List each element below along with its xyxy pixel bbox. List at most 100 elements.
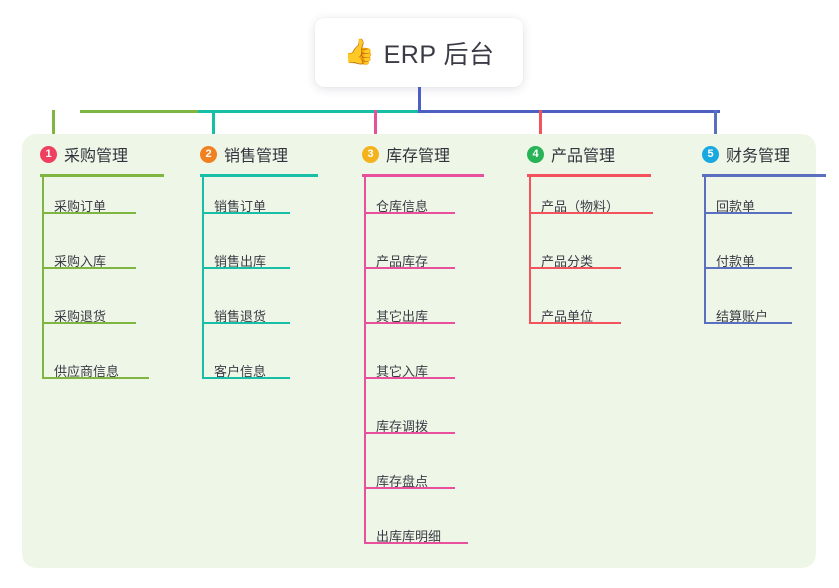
thumbs-up-icon: 👍 bbox=[343, 38, 375, 66]
branch-spine bbox=[364, 174, 366, 542]
branch-number-badge: 1 bbox=[40, 145, 57, 163]
trunk-connector bbox=[418, 87, 421, 112]
branch-item-label: 付款单 bbox=[716, 254, 756, 269]
branch-item[interactable]: 结算账户 bbox=[716, 306, 792, 324]
branch-item[interactable]: 出库库明细 bbox=[376, 526, 468, 544]
branch-item-label: 库存调拨 bbox=[376, 419, 429, 434]
branch-spine bbox=[529, 174, 531, 322]
root-node-content: 👍 ERP 后台 bbox=[343, 35, 494, 71]
branch-header-5[interactable]: 5 财务管理 bbox=[702, 142, 790, 166]
branch-item-label: 仓库信息 bbox=[376, 199, 429, 214]
branch-item-rule bbox=[42, 377, 149, 379]
branch-item-rule bbox=[704, 322, 792, 324]
branch-item-label: 其它出库 bbox=[376, 309, 429, 324]
branch-item-label: 销售出库 bbox=[214, 254, 267, 269]
branch-header-rule bbox=[527, 174, 651, 177]
branch-item-rule bbox=[42, 267, 136, 269]
root-node-card[interactable]: 👍 ERP 后台 bbox=[315, 18, 523, 87]
branch-item-label: 采购订单 bbox=[54, 199, 107, 214]
branch-item[interactable]: 其它入库 bbox=[376, 361, 455, 379]
branch-item-label: 产品分类 bbox=[541, 254, 594, 269]
branch-header-3[interactable]: 3 库存管理 bbox=[362, 142, 450, 166]
branch-item[interactable]: 库存调拨 bbox=[376, 416, 455, 434]
branch-header-1[interactable]: 1 采购管理 bbox=[40, 142, 128, 166]
branch-item-label: 库存盘点 bbox=[376, 474, 429, 489]
branch-number-badge: 4 bbox=[527, 145, 544, 163]
branch-item-label: 回款单 bbox=[716, 199, 756, 214]
branch-item-label: 供应商信息 bbox=[54, 364, 120, 379]
branch-item[interactable]: 供应商信息 bbox=[54, 361, 149, 379]
branch-item[interactable]: 客户信息 bbox=[214, 361, 290, 379]
branch-title: 销售管理 bbox=[224, 148, 289, 165]
branch-item-rule bbox=[364, 322, 455, 324]
branch-item-label: 销售退货 bbox=[214, 309, 267, 324]
branch-title: 财务管理 bbox=[726, 148, 791, 165]
branch-item-label: 出库库明细 bbox=[376, 529, 442, 544]
branch-item[interactable]: 库存盘点 bbox=[376, 471, 455, 489]
branch-header-4[interactable]: 4 产品管理 bbox=[527, 142, 615, 166]
branch-item[interactable]: 采购退货 bbox=[54, 306, 136, 324]
bus-segment-blue bbox=[418, 110, 720, 113]
branch-item-label: 产品库存 bbox=[376, 254, 429, 269]
branch-number-badge: 5 bbox=[702, 145, 719, 163]
branch-item[interactable]: 付款单 bbox=[716, 251, 792, 269]
branch-number-badge: 3 bbox=[362, 145, 379, 163]
branch-item[interactable]: 产品（物料） bbox=[541, 196, 653, 214]
branch-column-财务管理: 5 财务管理回款单付款单结算账户 bbox=[702, 134, 839, 568]
branch-item-label: 采购退货 bbox=[54, 309, 107, 324]
branch-spine bbox=[202, 174, 204, 377]
branch-item-rule bbox=[529, 212, 653, 214]
branch-item[interactable]: 产品单位 bbox=[541, 306, 621, 324]
branch-title: 采购管理 bbox=[64, 148, 129, 165]
branch-item[interactable]: 其它出库 bbox=[376, 306, 455, 324]
branch-item-rule bbox=[202, 322, 290, 324]
branch-number-badge: 2 bbox=[200, 145, 217, 163]
branch-header-rule bbox=[702, 174, 826, 177]
branch-item[interactable]: 回款单 bbox=[716, 196, 792, 214]
page-title: ERP 后台 bbox=[383, 40, 495, 69]
branches-panel: 1 采购管理采购订单采购入库采购退货供应商信息 2 销售管理销售订单销售出库销售退货客… bbox=[22, 134, 826, 568]
branch-item-label: 结算账户 bbox=[716, 309, 769, 324]
branch-item-label: 销售订单 bbox=[214, 199, 267, 214]
branch-header-rule bbox=[362, 174, 484, 177]
branch-item-rule bbox=[364, 212, 455, 214]
branch-item-rule bbox=[364, 432, 455, 434]
branch-column-产品管理: 4 产品管理产品（物料） 产品分类产品单位 bbox=[527, 134, 691, 568]
branch-item[interactable]: 产品库存 bbox=[376, 251, 455, 269]
bus-segment-green bbox=[80, 110, 200, 113]
branch-title: 库存管理 bbox=[386, 148, 451, 165]
branch-item-rule bbox=[704, 212, 792, 214]
branch-item-rule bbox=[704, 267, 792, 269]
branch-item-rule bbox=[364, 487, 455, 489]
branch-column-采购管理: 1 采购管理采购订单采购入库采购退货供应商信息 bbox=[40, 134, 204, 568]
branch-item-rule bbox=[364, 542, 468, 544]
branch-item[interactable]: 销售订单 bbox=[214, 196, 290, 214]
branch-item[interactable]: 仓库信息 bbox=[376, 196, 455, 214]
branch-item[interactable]: 销售退货 bbox=[214, 306, 290, 324]
branch-item[interactable]: 产品分类 bbox=[541, 251, 621, 269]
branch-spine bbox=[704, 174, 706, 322]
branch-header-rule bbox=[200, 174, 318, 177]
branch-item[interactable]: 销售出库 bbox=[214, 251, 290, 269]
branch-item[interactable]: 采购入库 bbox=[54, 251, 136, 269]
bus-segment-teal bbox=[198, 110, 420, 113]
branch-item-rule bbox=[529, 267, 621, 269]
branch-item-rule bbox=[202, 212, 290, 214]
branch-item[interactable]: 采购订单 bbox=[54, 196, 136, 214]
branch-title: 产品管理 bbox=[551, 148, 616, 165]
branch-column-库存管理: 3 库存管理仓库信息产品库存其它出库其它入库库存调拨库存盘点出库库明细 bbox=[362, 134, 524, 568]
branch-item-label: 采购入库 bbox=[54, 254, 107, 269]
branch-item-rule bbox=[42, 322, 136, 324]
branch-item-label: 其它入库 bbox=[376, 364, 429, 379]
branch-header-2[interactable]: 2 销售管理 bbox=[200, 142, 288, 166]
branch-item-label: 客户信息 bbox=[214, 364, 267, 379]
branch-item-rule bbox=[529, 322, 621, 324]
branch-header-rule bbox=[40, 174, 164, 177]
branch-item-rule bbox=[202, 377, 290, 379]
branch-item-rule bbox=[202, 267, 290, 269]
branch-column-销售管理: 2 销售管理销售订单销售出库销售退货客户信息 bbox=[200, 134, 358, 568]
branch-item-rule bbox=[364, 267, 455, 269]
branch-item-label: 产品（物料） bbox=[541, 199, 620, 214]
branch-item-label: 产品单位 bbox=[541, 309, 594, 324]
